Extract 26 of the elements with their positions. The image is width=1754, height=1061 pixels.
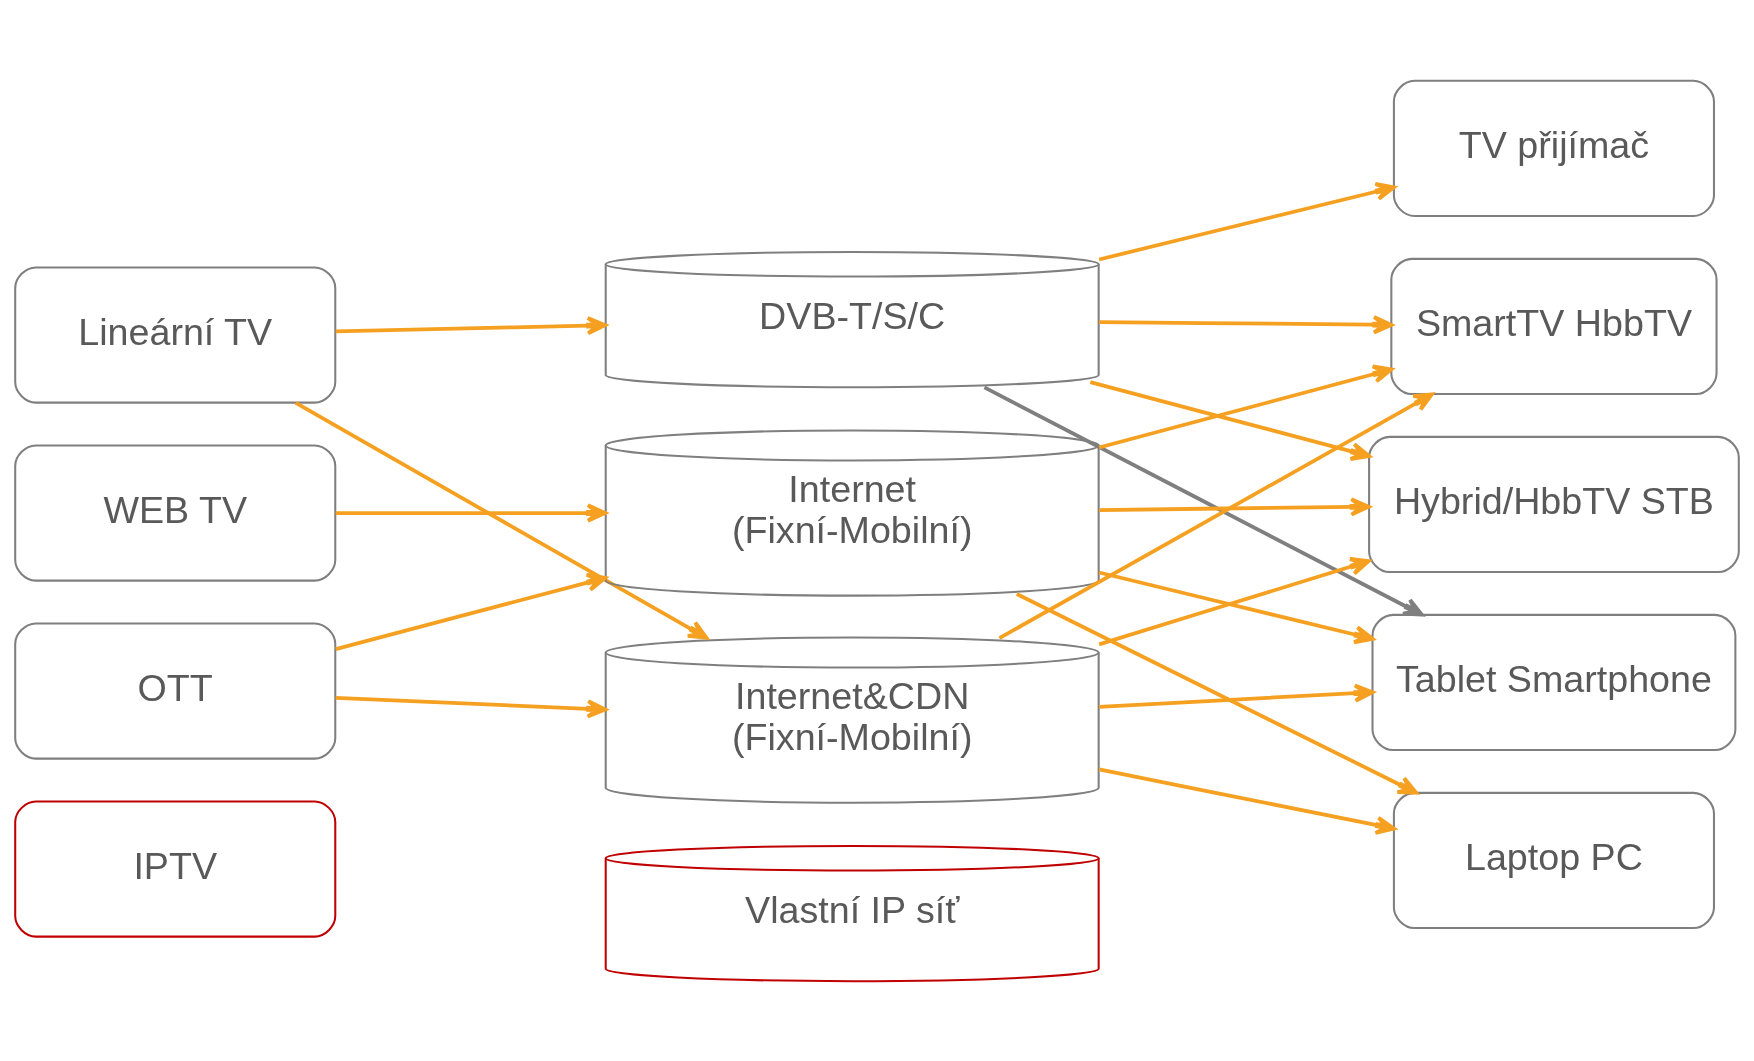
arrow xyxy=(1098,181,1396,261)
node-box: Tablet Smartphone xyxy=(1371,613,1737,751)
node-box: TV přijímač xyxy=(1392,79,1715,217)
node-box: Hybrid/HbbTV STB xyxy=(1368,435,1740,573)
arrow xyxy=(1098,364,1394,449)
node-box: Laptop PC xyxy=(1392,791,1715,929)
node-box: OTT xyxy=(14,621,337,760)
arrow xyxy=(998,391,1434,640)
arrow xyxy=(1099,683,1375,709)
arrow xyxy=(1098,556,1371,646)
arrow xyxy=(1089,379,1371,461)
node-box: SmartTV HbbTV xyxy=(1390,257,1718,395)
arrow xyxy=(335,572,608,651)
arrow xyxy=(1099,496,1371,517)
arrow xyxy=(1015,591,1419,795)
node-box: Lineární TV xyxy=(14,265,337,404)
arrow xyxy=(335,315,608,335)
arrow xyxy=(335,502,608,523)
arrow xyxy=(335,695,608,718)
arrow xyxy=(1099,314,1394,334)
node-box: WEB TV xyxy=(14,443,337,582)
arrow xyxy=(294,400,709,640)
arrow xyxy=(1098,767,1396,835)
arrow xyxy=(983,385,1424,617)
arrow xyxy=(1098,570,1375,644)
node-box: IPTV xyxy=(14,799,337,938)
